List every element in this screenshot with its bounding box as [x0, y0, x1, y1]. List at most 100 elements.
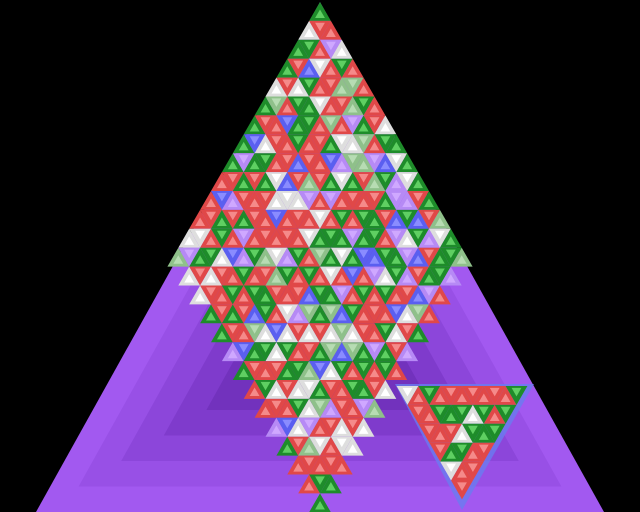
board-tile: [320, 398, 342, 418]
board-tile: [341, 153, 364, 173]
board-tile: [298, 39, 320, 59]
board-tile: [341, 209, 364, 229]
board-tile: [221, 247, 244, 267]
board-tile: [254, 96, 277, 116]
board-tile: [385, 342, 408, 362]
board-tile: [320, 417, 342, 437]
board-tile: [330, 323, 353, 343]
board-tile: [232, 285, 255, 305]
piece-tile: [451, 386, 473, 405]
board-tile: [243, 115, 266, 135]
board-tile: [287, 285, 310, 305]
piece-tile: [407, 404, 430, 424]
board-tile: [265, 209, 288, 229]
board-tile: [363, 304, 386, 324]
piece-tile: [451, 480, 473, 500]
board-tile: [396, 304, 419, 324]
board-tile: [385, 228, 408, 248]
board-tile: [396, 191, 419, 210]
board-tile: [243, 285, 266, 305]
board-tile: [232, 172, 255, 191]
board-tile: [309, 77, 331, 97]
board-tile: [374, 323, 397, 343]
board-tile: [167, 247, 190, 267]
board-tile: [298, 58, 320, 78]
board-tile: [276, 285, 299, 305]
board-tile: [309, 436, 331, 456]
board-tile: [352, 134, 375, 154]
board-tile: [352, 96, 375, 116]
board-tile: [341, 191, 364, 210]
board-tile: [396, 172, 419, 191]
board-tile: [352, 342, 375, 362]
board-tile: [254, 209, 277, 229]
board-tile: [254, 266, 277, 286]
board-tile: [276, 209, 299, 229]
piece-tile: [440, 423, 462, 443]
board-tile: [287, 191, 310, 210]
board-tile: [374, 209, 397, 229]
board-tile: [363, 209, 386, 229]
board-tile: [396, 342, 419, 362]
board-tile: [254, 115, 277, 135]
board-tile: [429, 247, 451, 267]
piece-tile: [451, 461, 473, 481]
board-tile: [298, 228, 320, 248]
board-tile: [211, 228, 233, 248]
board-tile: [243, 361, 266, 380]
board-tile: [352, 191, 375, 210]
board-tile: [341, 115, 364, 135]
board-tile: [298, 380, 320, 399]
board-tile: [221, 228, 244, 248]
board-tile: [352, 153, 375, 173]
board-tile: [320, 20, 342, 40]
board-tile: [374, 266, 397, 286]
board-tile: [287, 134, 310, 154]
piece-tile: [396, 386, 419, 405]
board-tile: [298, 134, 320, 154]
board-tile: [352, 398, 375, 418]
board-tile: [254, 323, 277, 343]
board-tile: [374, 172, 397, 191]
board-tile: [374, 361, 397, 380]
board-tile: [265, 115, 288, 135]
piece-tile: [407, 386, 430, 405]
board-tile: [276, 380, 299, 399]
board-tile: [221, 342, 244, 362]
board-tile: [352, 285, 375, 305]
board-tile: [265, 228, 288, 248]
board-tile: [221, 172, 244, 191]
board-tile: [363, 115, 386, 135]
board-tile: [265, 266, 288, 286]
board-tile: [221, 153, 244, 173]
board-tile: [363, 342, 386, 362]
board-tile: [363, 361, 386, 380]
board-tile: [232, 342, 255, 362]
board-tile: [309, 209, 331, 229]
board-tile: [276, 266, 299, 286]
board-tile: [385, 247, 408, 267]
board-tile: [363, 134, 386, 154]
board-tile: [265, 247, 288, 267]
board-tile: [309, 266, 331, 286]
board-tile: [309, 228, 331, 248]
piece-tile: [429, 423, 452, 443]
board-tile: [309, 39, 331, 59]
board-tile: [265, 323, 288, 343]
board-tile: [298, 77, 320, 97]
piece-tile: [494, 386, 517, 405]
board-tile: [287, 361, 310, 380]
board-tile: [265, 134, 288, 154]
board-tile: [363, 380, 386, 399]
board-tile: [309, 323, 331, 343]
board-tile: [439, 247, 462, 267]
board-tile: [385, 323, 408, 343]
board-tile: [309, 455, 331, 475]
board-tile: [330, 285, 353, 305]
board-tile: [429, 266, 451, 286]
board-tile: [330, 209, 353, 229]
board-tile: [287, 228, 310, 248]
board-tile: [330, 153, 353, 173]
